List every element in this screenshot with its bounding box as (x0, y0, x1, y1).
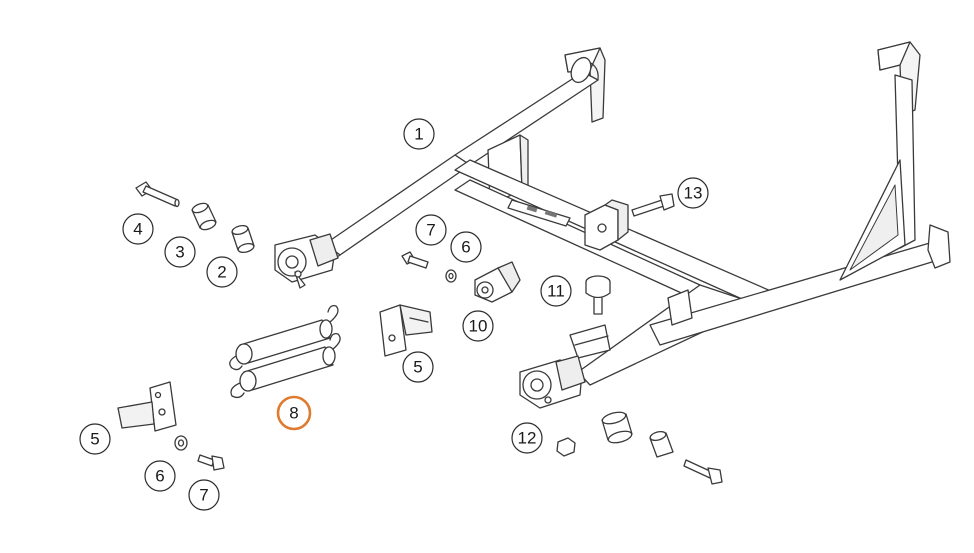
svg-text:7: 7 (199, 486, 208, 505)
washer-part-6-lower (174, 435, 188, 451)
svg-text:3: 3 (175, 243, 184, 262)
washer-part-6-upper (445, 269, 457, 283)
svg-text:2: 2 (217, 263, 226, 282)
svg-text:7: 7 (426, 221, 435, 240)
main-stand-frame (274, 41, 951, 409)
callout-8-highlighted: 8 (276, 395, 312, 431)
bushing-part-2 (231, 224, 255, 254)
svg-text:4: 4 (133, 220, 142, 239)
spring-part-8 (229, 304, 341, 399)
svg-text:8: 8 (289, 404, 298, 423)
bracket-part-10 (474, 261, 521, 303)
svg-text:12: 12 (518, 429, 537, 448)
callout-12: 12 (511, 422, 543, 454)
svg-text:6: 6 (461, 238, 470, 257)
callout-6-lower: 6 (144, 460, 176, 492)
bolt-part-7-lower (197, 454, 225, 471)
spacer-part-3 (191, 202, 217, 231)
svg-text:5: 5 (413, 358, 422, 377)
callout-3: 3 (164, 236, 196, 268)
callout-5-lower: 5 (79, 423, 111, 455)
nut-part-12 (556, 437, 576, 457)
stopper-part-11 (585, 275, 611, 315)
bushing-front-right (601, 411, 633, 444)
callout-5-upper: 5 (402, 351, 434, 383)
spring-bracket-part-5-lower (117, 381, 177, 432)
callout-6-upper: 6 (450, 231, 482, 263)
callout-2: 2 (206, 256, 238, 288)
svg-text:5: 5 (90, 430, 99, 449)
spring-bracket-part-5-upper (379, 304, 433, 357)
svg-text:6: 6 (155, 467, 164, 486)
bolt-part-13 (631, 193, 675, 217)
callout-11: 11 (540, 275, 572, 307)
spacer-front-right (649, 430, 674, 458)
callout-7-lower: 7 (188, 479, 220, 511)
callout-10: 10 (462, 310, 494, 342)
svg-text:11: 11 (547, 282, 565, 301)
svg-text:13: 13 (684, 184, 703, 203)
callout-1: 1 (403, 118, 435, 150)
bolt-part-4 (135, 181, 180, 208)
bolt-front-right (683, 459, 723, 485)
callout-4: 4 (122, 213, 154, 245)
callout-13: 13 (677, 177, 709, 209)
svg-text:10: 10 (469, 317, 488, 336)
svg-text:1: 1 (414, 125, 423, 144)
bolt-part-7-upper (401, 251, 429, 269)
callout-7-upper: 7 (415, 214, 447, 246)
